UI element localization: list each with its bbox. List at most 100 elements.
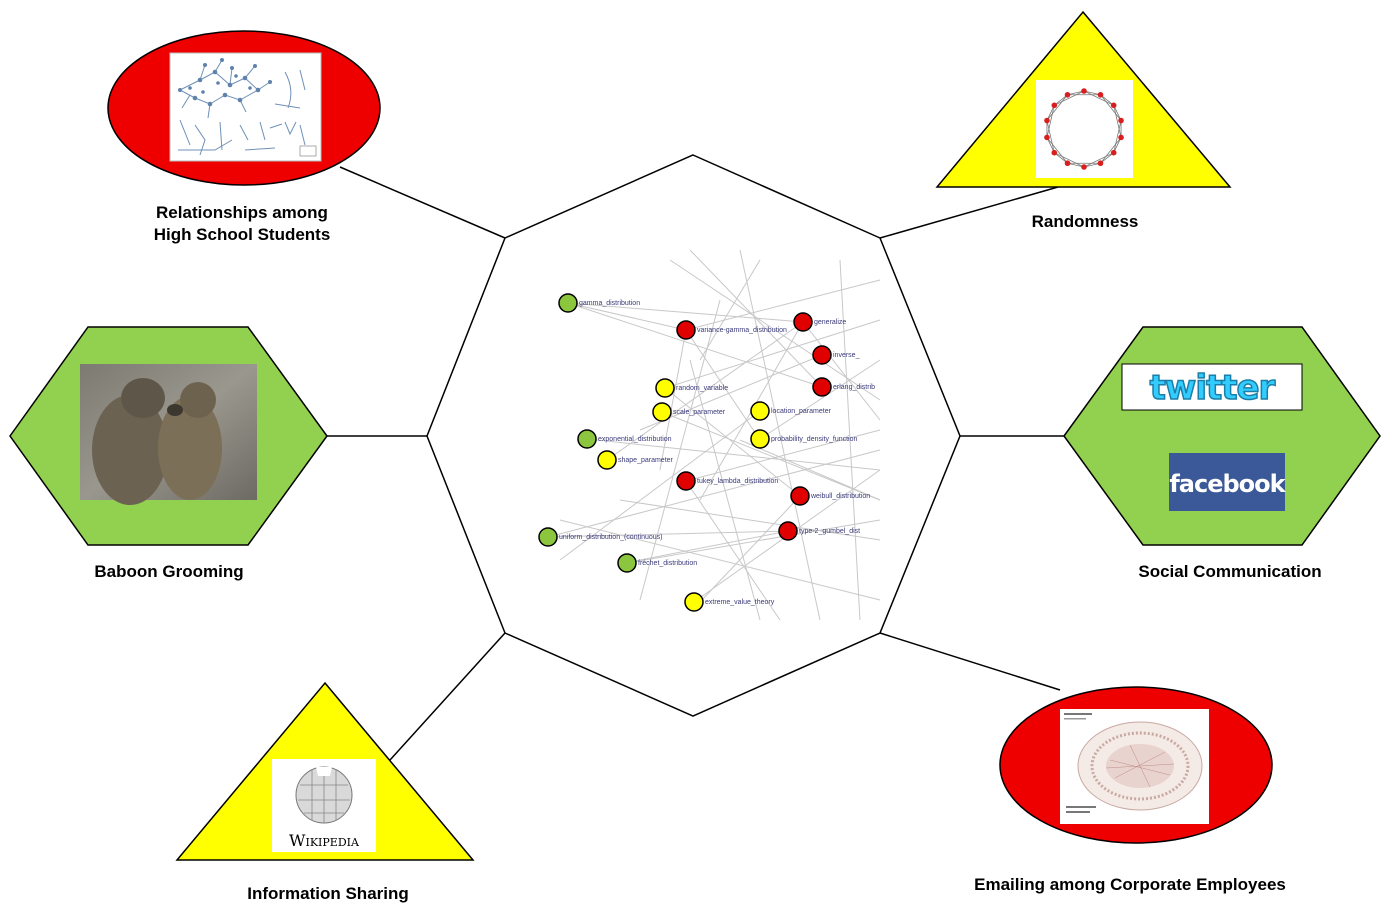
baboon-group <box>9 326 328 546</box>
ring-edge <box>1046 105 1055 138</box>
ring-edge <box>1046 137 1068 164</box>
ring-edge <box>1067 90 1085 96</box>
label-social-communication: Social Communication <box>1138 562 1322 581</box>
graph-edge <box>606 321 804 461</box>
ring-edge <box>1054 152 1085 168</box>
graph-nodes: gamma_distributionvariance-gamma_distrib… <box>538 293 875 612</box>
graph-edge <box>739 249 821 621</box>
graph-node-label: scale_parameter <box>673 409 726 416</box>
graph-node-yellow <box>652 402 672 422</box>
graph-edge <box>586 438 881 471</box>
high-school-group <box>107 30 381 186</box>
graph-edge <box>567 302 687 331</box>
graph-edge <box>685 279 881 331</box>
graph-edge <box>685 429 881 482</box>
graph-edge <box>659 329 687 471</box>
ring-edge <box>1100 94 1122 121</box>
graph-node-red <box>812 345 832 365</box>
connector-randomness <box>879 186 1059 239</box>
network-graph: gamma_distributionvariance-gamma_distrib… <box>538 249 881 621</box>
info-sharing-group: Wikipedia <box>175 681 475 861</box>
twitter-logo: twitter <box>1121 363 1303 411</box>
graph-node-label: gamma_distribution <box>579 300 640 307</box>
graph-edge <box>559 519 881 601</box>
randomness-group <box>935 10 1232 188</box>
ring-node <box>1097 160 1104 167</box>
emailing-group <box>999 686 1273 844</box>
ring-node <box>1064 160 1071 167</box>
graph-node-red <box>790 486 810 506</box>
connector-lines <box>327 166 1064 761</box>
ring-edge <box>1054 94 1068 106</box>
ring-edge <box>1083 162 1101 168</box>
wikipedia-logo-text: Wikipedia <box>289 831 360 850</box>
label-baboon-grooming: Baboon Grooming <box>94 562 244 581</box>
graph-node-red <box>812 377 832 397</box>
graph-edge <box>802 321 881 421</box>
baboon-photo <box>80 364 257 505</box>
graph-edge <box>689 359 761 621</box>
ring-node <box>1064 91 1071 98</box>
connector-info <box>389 632 506 761</box>
ring-edge <box>1046 105 1055 121</box>
label-information-sharing: Information Sharing <box>247 884 409 903</box>
ring-edge <box>1083 152 1114 168</box>
label-high-school-line1: Relationships among <box>156 203 328 222</box>
graph-edge <box>699 259 761 361</box>
graph-edge <box>669 259 881 401</box>
random-graph-image <box>1036 80 1133 178</box>
center-star <box>426 154 961 717</box>
high-school-network-image <box>169 52 322 162</box>
graph-node-label: weibull_distribution <box>810 493 870 500</box>
ring-edge <box>1083 90 1114 106</box>
graph-node-green <box>538 527 558 547</box>
facebook-logo-text: facebook <box>1169 470 1286 498</box>
graph-node-label: exponential_distribution <box>598 436 672 443</box>
graph-edge <box>664 387 801 497</box>
graph-node-label: uniform_distribution_(continuous) <box>559 534 663 541</box>
ring-node <box>1118 134 1124 141</box>
ring-edge <box>1113 120 1122 153</box>
ring-edge <box>1113 105 1122 121</box>
ring-node <box>1044 117 1050 124</box>
graph-node-red <box>676 471 696 491</box>
ring-node <box>1118 117 1124 124</box>
connector-emailing <box>879 632 1061 691</box>
graph-node-green <box>617 553 637 573</box>
green-hexagon <box>1063 326 1381 546</box>
ring-edge <box>1100 152 1114 164</box>
graph-edge <box>567 302 823 388</box>
graph-node-label: erlang_distrib <box>833 384 875 391</box>
ring-edge <box>1054 152 1068 164</box>
graph-node-red <box>676 320 696 340</box>
email-network-image <box>1060 709 1209 824</box>
label-high-school-line2: High School Students <box>153 225 331 244</box>
graph-node-red <box>778 521 798 541</box>
ring-edge <box>1046 94 1068 121</box>
graph-node-yellow <box>750 429 770 449</box>
ring-node <box>1051 149 1058 156</box>
ring-node <box>1044 134 1050 141</box>
label-randomness: Randomness <box>1031 212 1139 231</box>
graph-node-yellow <box>597 450 617 470</box>
graph-edge <box>629 530 789 563</box>
ring-edge <box>1113 137 1122 153</box>
facebook-logo: facebook <box>1169 453 1288 511</box>
connector-high-school <box>339 166 506 239</box>
ring-edge <box>1054 90 1085 106</box>
graph-edge <box>689 249 823 388</box>
graph-node-label: probability_density_function <box>771 436 857 443</box>
ring-node <box>1097 91 1104 98</box>
graph-edge <box>567 302 804 323</box>
label-high-school: Relationships among High School Students <box>92 202 392 246</box>
graph-node-label: generalize <box>814 319 846 326</box>
graph-node-label: extreme_value_theory <box>705 599 775 606</box>
graph-node-label: inverse_ <box>833 352 860 359</box>
graph-edge <box>547 530 789 538</box>
graph-node-label: random_variable <box>676 385 728 392</box>
ring-edge <box>1046 120 1055 153</box>
social-group: twitter facebook <box>1063 326 1381 546</box>
ring-graph-image <box>1044 88 1124 170</box>
ring-node <box>1081 164 1087 170</box>
graph-node-label: shape_parameter <box>618 457 674 464</box>
